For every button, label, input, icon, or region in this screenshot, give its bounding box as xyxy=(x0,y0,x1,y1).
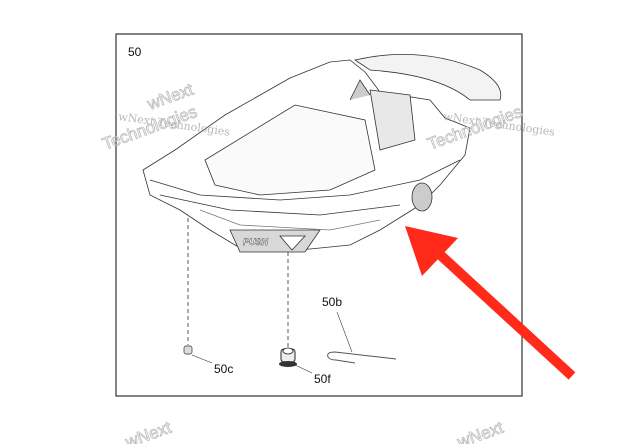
part-50c xyxy=(183,345,213,364)
callout-50f: 50f xyxy=(314,372,331,386)
push-embossed-text: PUSH xyxy=(243,237,269,247)
callout-50b: 50b xyxy=(322,295,342,309)
part-number-label: 50 xyxy=(128,45,142,59)
part-50f xyxy=(279,347,313,374)
part-50b xyxy=(327,311,397,364)
tray-drawing xyxy=(142,54,502,253)
red-arrow-pointer xyxy=(405,226,576,380)
watermark-text: wNext xyxy=(454,418,506,444)
arrow-shaft xyxy=(431,246,576,380)
arrow-head xyxy=(405,226,458,276)
callout-50c: 50c xyxy=(214,362,233,376)
watermark-text: wNext xyxy=(122,418,174,444)
